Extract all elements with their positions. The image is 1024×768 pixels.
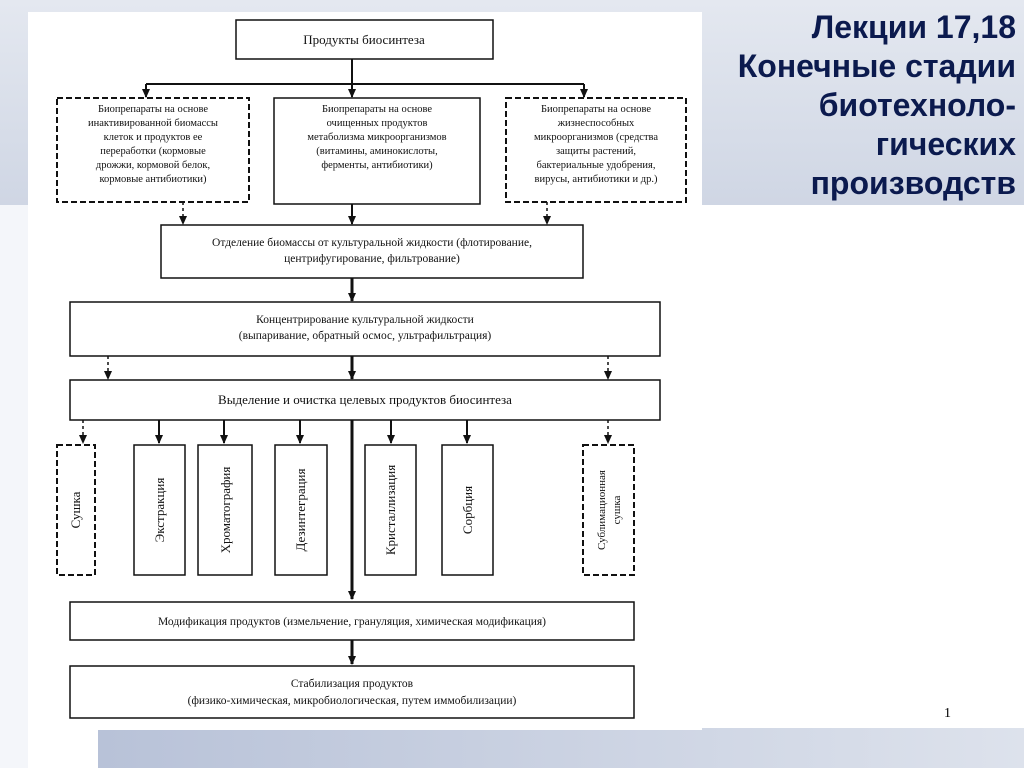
- svg-text:(физико-химическая, микробиоло: (физико-химическая, микробиологическая, …: [188, 695, 517, 707]
- label-biomass-separation: Отделение биомассы от культуральной жидк…: [212, 237, 532, 265]
- title-line: производств: [810, 165, 1016, 201]
- svg-text:Стабилизация продуктов: Стабилизация продуктов: [291, 678, 414, 690]
- svg-text:кормовые антибиотики): кормовые антибиотики): [99, 174, 207, 185]
- box-crystallization: [364, 444, 417, 576]
- label-purification: Выделение и очистка целевых продуктов би…: [218, 392, 512, 407]
- box-sorption: [441, 444, 494, 576]
- svg-text:(выпаривание, обратный осмос,: (выпаривание, обратный осмос, ультрафиль…: [239, 330, 492, 342]
- label-crystallization: Кристаллизация: [383, 465, 398, 555]
- box-stabilization: [69, 665, 635, 719]
- box-disintegration: [274, 444, 328, 576]
- slide-number: 1: [944, 706, 951, 721]
- label-concentration: Концентрирование культуральной жидкости …: [239, 314, 492, 342]
- svg-text:дрожжи, кормовой белок,: дрожжи, кормовой белок,: [96, 160, 210, 171]
- slide-background-left: [0, 205, 28, 768]
- box-biomass-separation: [160, 224, 584, 279]
- box-viable-microorganisms: [505, 97, 687, 203]
- svg-text:Отделение биомассы от культура: Отделение биомассы от культуральной жидк…: [212, 237, 532, 249]
- title-line: биотехноло-: [818, 87, 1016, 123]
- slide-background-bottom: [98, 728, 1024, 768]
- box-chromatography: [197, 444, 253, 576]
- svg-text:переработки (кормовые: переработки (кормовые: [100, 146, 206, 157]
- box-modification: [69, 601, 635, 641]
- svg-text:Сублимационная: Сублимационная: [596, 470, 608, 550]
- label-drying: Сушка: [68, 491, 83, 528]
- title-line: Лекции 17,18: [811, 9, 1016, 45]
- box-purification: [69, 379, 661, 421]
- svg-text:ферменты, антибиотики): ферменты, антибиотики): [321, 160, 433, 171]
- svg-text:Концентрирование культуральной: Концентрирование культуральной жидкости: [256, 314, 474, 326]
- label-chromatography: Хроматография: [218, 467, 233, 554]
- flow-diagram: Продукты биосинтеза Биопрепараты на осно…: [28, 12, 702, 730]
- label-freeze-drying: Сублимационная сушка: [596, 470, 623, 550]
- label-extraction: Экстракция: [152, 478, 167, 543]
- label-sorption: Сорбция: [460, 486, 475, 534]
- svg-text:очищенных продуктов: очищенных продуктов: [327, 118, 428, 129]
- svg-text:Биопрепараты на основе: Биопрепараты на основе: [322, 104, 432, 115]
- title-line: гических: [875, 126, 1016, 162]
- label-purified-metabolites: Биопрепараты на основе очищенных продукт…: [307, 104, 446, 171]
- svg-text:жизнеспособных: жизнеспособных: [557, 118, 635, 129]
- label-viable-microorganisms: Биопрепараты на основе жизнеспособных ми…: [534, 104, 658, 185]
- label-stabilization: Стабилизация продуктов (физико-химическа…: [188, 678, 517, 707]
- slide-title: Лекции 17,18 Конечные стадии биотехноло-…: [676, 8, 1016, 203]
- box-biosynthesis-products: [235, 19, 494, 60]
- svg-text:метаболизма микроорганизмов: метаболизма микроорганизмов: [307, 132, 446, 143]
- svg-text:бактериальные удобрения,: бактериальные удобрения,: [537, 160, 656, 171]
- label-inactivated-biomass: Биопрепараты на основе инактивированной …: [88, 104, 218, 185]
- svg-text:клеток и продуктов ее: клеток и продуктов ее: [104, 132, 203, 143]
- svg-text:Биопрепараты на основе: Биопрепараты на основе: [98, 104, 208, 115]
- box-concentration: [69, 301, 661, 357]
- svg-text:вирусы, антибиотики и др.): вирусы, антибиотики и др.): [535, 174, 658, 185]
- box-purified-metabolites: [273, 97, 481, 205]
- svg-text:центрифугирование, фильтровани: центрифугирование, фильтрование): [284, 253, 460, 265]
- label-biosynthesis-products: Продукты биосинтеза: [303, 32, 425, 47]
- svg-text:инактивированной биомассы: инактивированной биомассы: [88, 118, 218, 129]
- box-extraction: [133, 444, 186, 576]
- box-freeze-drying: [582, 444, 635, 576]
- svg-text:Биопрепараты на основе: Биопрепараты на основе: [541, 104, 651, 115]
- svg-text:защиты растений,: защиты растений,: [556, 146, 636, 157]
- svg-text:(витамины, аминокислоты,: (витамины, аминокислоты,: [316, 146, 437, 157]
- title-line: Конечные стадии: [737, 48, 1016, 84]
- svg-text:сушка: сушка: [611, 496, 623, 525]
- box-inactivated-biomass: [56, 97, 250, 203]
- label-modification: Модификация продуктов (измельчение, гран…: [158, 616, 546, 628]
- label-disintegration: Дезинтеграция: [293, 469, 308, 552]
- box-drying: [56, 444, 96, 576]
- svg-text:микроорганизмов (средства: микроорганизмов (средства: [534, 132, 658, 143]
